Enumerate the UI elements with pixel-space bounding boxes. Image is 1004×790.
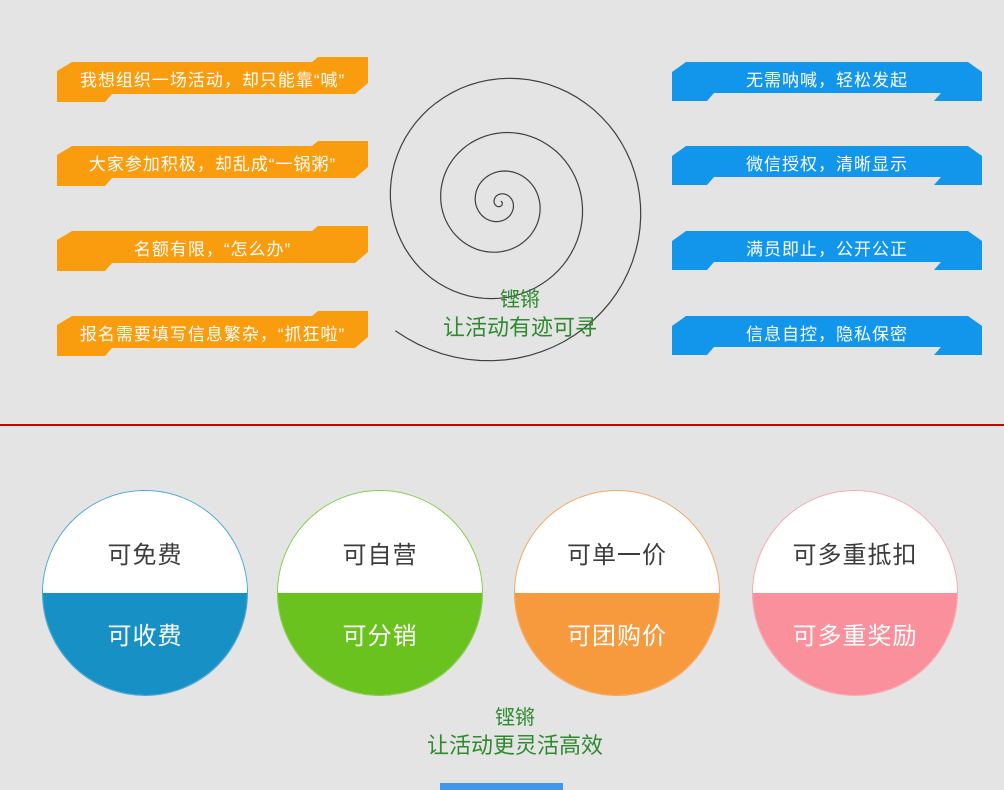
feature-top-label: 可单一价 [515, 491, 719, 593]
feature-circle-price-group: 可单一价 可团购价 [514, 490, 720, 696]
feature-top-label: 可多重抵扣 [753, 491, 957, 593]
footer-caption: 铿锵 让活动更灵活高效 [365, 705, 665, 759]
brand-name: 铿锵 [495, 707, 535, 729]
brand-tagline: 让活动更灵活高效 [426, 733, 603, 758]
solution-ribbon: 微信授权，清晰显示 [670, 141, 984, 186]
feature-bottom-label: 可多重奖励 [753, 593, 957, 695]
pain-ribbon: 我想组织一场活动，却只能靠“喊” [55, 57, 370, 102]
pain-ribbon: 报名需要填写信息繁杂，“抓狂啦” [55, 311, 370, 356]
solution-ribbon: 信息自控，隐私保密 [670, 311, 984, 356]
feature-bottom-label: 可团购价 [515, 593, 719, 695]
solution-ribbon-label: 无需呐喊，轻松发起 [746, 70, 908, 90]
feature-circle-deduct-reward: 可多重抵扣 可多重奖励 [752, 490, 958, 696]
pain-ribbon: 名额有限，“怎么办” [55, 226, 370, 271]
solution-ribbon-label: 微信授权，清晰显示 [746, 154, 908, 174]
section-divider [0, 424, 1004, 426]
solution-ribbon: 无需呐喊，轻松发起 [670, 57, 984, 102]
spiral-svg [389, 77, 642, 362]
feature-top-label: 可自营 [278, 491, 482, 593]
pain-ribbon-label: 报名需要填写信息繁杂，“抓狂啦” [79, 324, 346, 344]
feature-bottom-label: 可分销 [278, 593, 482, 695]
spiral-drawing [333, 52, 667, 386]
solution-ribbon: 满员即止，公开公正 [670, 226, 984, 271]
bottom-accent-bar [440, 783, 563, 790]
brand-name: 铿锵 [500, 289, 540, 311]
feature-top-label: 可免费 [43, 491, 247, 593]
feature-bottom-label: 可收费 [43, 593, 247, 695]
spiral-path [389, 77, 642, 362]
brand-tagline: 让活动有迹可寻 [442, 315, 597, 340]
spiral-caption: 铿锵 让活动有迹可寻 [370, 287, 670, 341]
pain-ribbon-label: 我想组织一场活动，却只能靠“喊” [79, 70, 346, 90]
pain-ribbon: 大家参加积极，却乱成“一锅粥” [55, 141, 370, 186]
solution-ribbon-label: 满员即止，公开公正 [746, 239, 908, 259]
pain-ribbon-label: 名额有限，“怎么办” [133, 239, 292, 259]
solution-ribbon-label: 信息自控，隐私保密 [746, 324, 908, 344]
pain-ribbon-label: 大家参加积极，却乱成“一锅粥” [88, 154, 337, 174]
feature-circle-free-paid: 可免费 可收费 [42, 490, 248, 696]
feature-circle-self-distribute: 可自营 可分销 [277, 490, 483, 696]
